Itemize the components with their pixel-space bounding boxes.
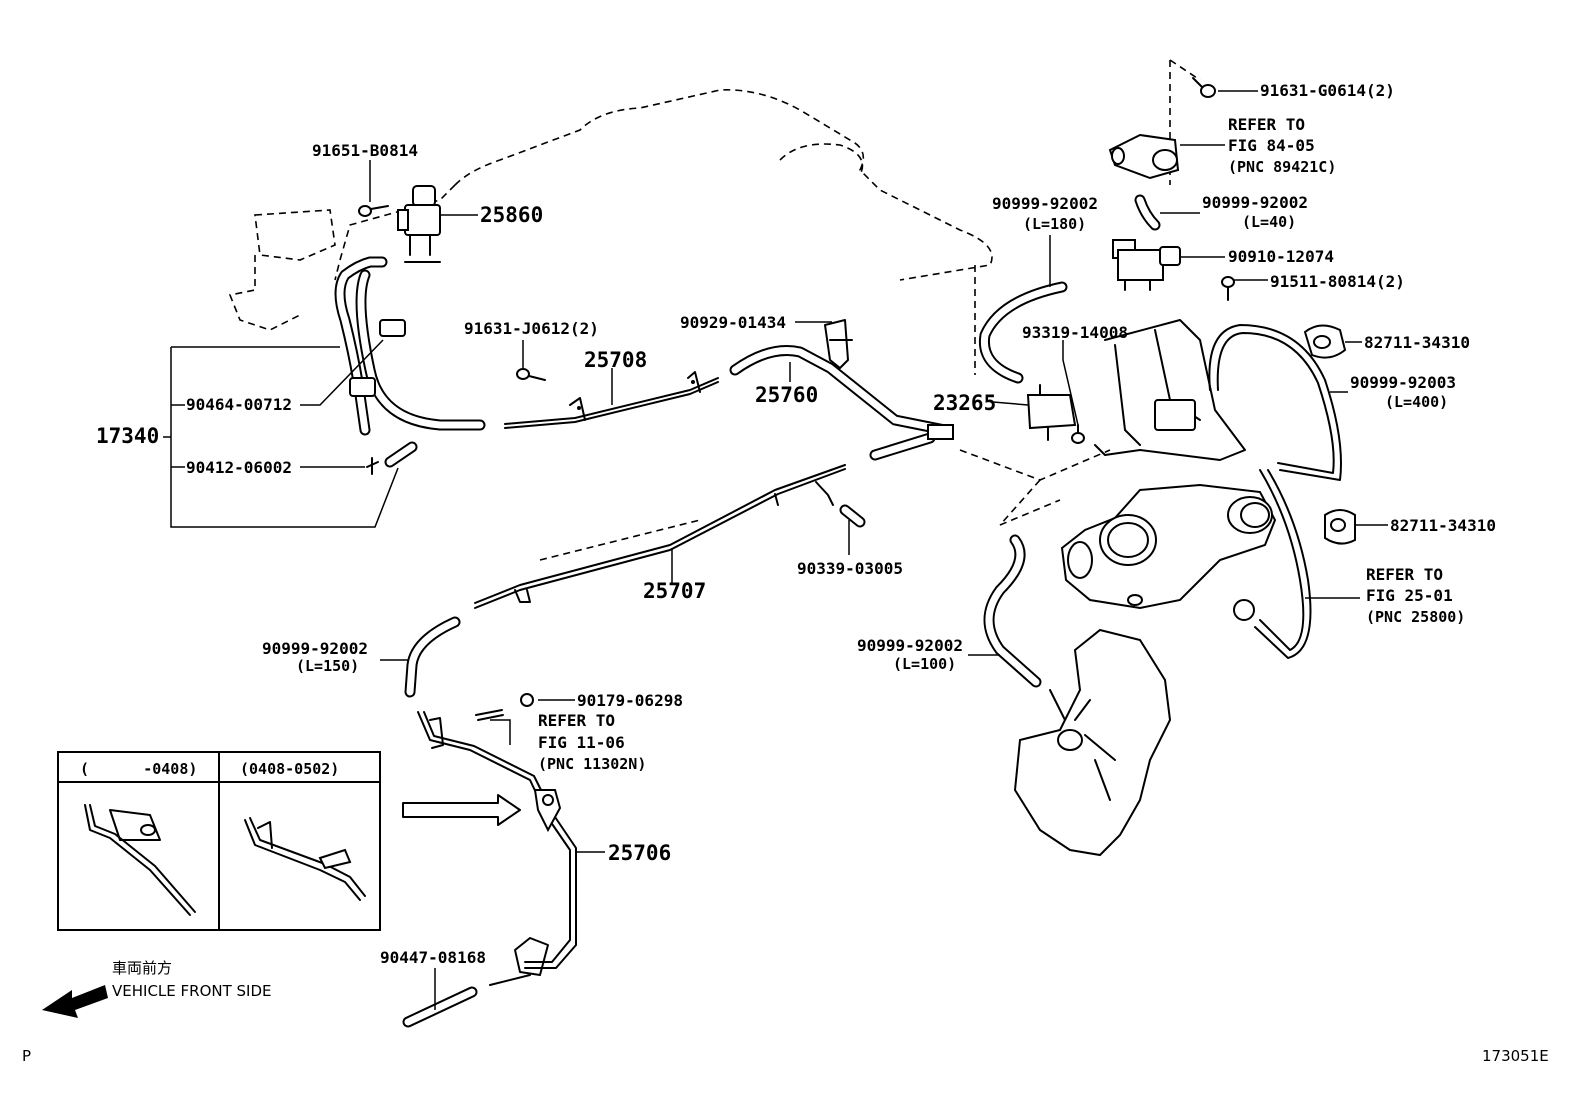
part-labels: 91651-B0814 25860 17340 90464-00712 9041… (96, 81, 1496, 967)
label-90910-12074[interactable]: 90910-12074 (1228, 247, 1334, 266)
hose-25760 (729, 319, 954, 461)
vsv-25860 (397, 185, 441, 263)
hose-l400 (1208, 324, 1342, 481)
hose-l180 (978, 281, 1068, 384)
label-90412-06002[interactable]: 90412-06002 (186, 458, 292, 477)
leader-lines (369, 90, 1388, 1010)
label-93319-14008[interactable]: 93319-14008 (1022, 323, 1128, 342)
ref-84-05-line2[interactable]: FIG 84-05 (1228, 136, 1315, 155)
ref-84-05-line1: REFER TO (1228, 115, 1305, 134)
hose-l100 (983, 534, 1066, 721)
ref-25-01-line1: REFER TO (1366, 565, 1443, 584)
label-90999-92003[interactable]: 90999-92003 (1350, 373, 1456, 392)
label-91511-80814[interactable]: 91511-80814(2) (1270, 272, 1405, 291)
label-length-100: (L=100) (893, 655, 956, 673)
ref-11-06-line3: (PNC 11302N) (538, 755, 646, 773)
vsv-bracket (1094, 319, 1246, 461)
vehicle-front-english: VEHICLE FRONT SIDE (112, 982, 272, 1000)
bolt-93319-14008 (1071, 424, 1085, 444)
label-82711-34310-upper[interactable]: 82711-34310 (1364, 333, 1470, 352)
inset-header-early: ( -0408) (80, 760, 197, 778)
variant-inset (57, 751, 381, 931)
label-length-40: (L=40) (1242, 213, 1296, 231)
label-90447-08168[interactable]: 90447-08168 (380, 948, 486, 967)
inset-header-late: (0408-0502) (240, 760, 339, 778)
ref-11-06-line1: REFER TO (538, 711, 615, 730)
label-90999-92002-l100[interactable]: 90999-92002 (857, 636, 963, 655)
label-91631-j0612[interactable]: 91631-J0612(2) (464, 319, 599, 338)
label-length-150: (L=150) (296, 657, 359, 675)
label-90179-06298[interactable]: 90179-06298 (577, 691, 683, 710)
bolt-91511-80814 (1221, 276, 1235, 301)
stud-and-nut (475, 693, 534, 721)
label-length-180: (L=180) (1023, 215, 1086, 233)
pipe-25706 (402, 711, 577, 1028)
bolt-91631-g0614 (1192, 77, 1216, 98)
ref-25-01-line2[interactable]: FIG 25-01 (1366, 586, 1453, 605)
label-25707[interactable]: 25707 (643, 579, 706, 603)
hose-17340 (334, 256, 486, 475)
label-25706[interactable]: 25706 (608, 841, 671, 865)
hose-l150 (404, 616, 461, 698)
clamp-82711-b (1324, 509, 1356, 545)
label-91631-g0614[interactable]: 91631-G0614(2) (1260, 81, 1395, 100)
vsv-90910-12074 (1112, 239, 1181, 291)
clamp-82711-a (1303, 324, 1347, 359)
filter-23265 (1026, 384, 1077, 441)
bolt-91651-b0814 (358, 205, 389, 217)
label-90929-01434[interactable]: 90929-01434 (680, 313, 786, 332)
hose-l40 (1134, 194, 1161, 231)
ref-84-05-line3: (PNC 89421C) (1228, 158, 1336, 176)
footer-p-mark: P (22, 1047, 31, 1065)
engine-outline (228, 59, 1201, 526)
label-23265[interactable]: 23265 (933, 391, 996, 415)
detail-arrow (402, 794, 521, 826)
label-25860[interactable]: 25860 (480, 203, 543, 227)
label-91651-b0814[interactable]: 91651-B0814 (312, 141, 418, 160)
sensor-89421c (1108, 133, 1180, 180)
figure-code: 173051E (1482, 1047, 1549, 1065)
label-90339-03005[interactable]: 90339-03005 (797, 559, 903, 578)
label-90999-92002-l180[interactable]: 90999-92002 (992, 194, 1098, 213)
pipe-25707 (474, 464, 866, 609)
ref-11-06-line2[interactable]: FIG 11-06 (538, 733, 625, 752)
label-90999-92002-l40[interactable]: 90999-92002 (1202, 193, 1308, 212)
label-25708[interactable]: 25708 (584, 348, 647, 372)
label-90464-00712[interactable]: 90464-00712 (186, 395, 292, 414)
throttle-body (1060, 483, 1277, 610)
vehicle-front-arrow-icon (42, 985, 108, 1018)
ref-25-01-line3: (PNC 25800) (1366, 608, 1465, 626)
group-bracket-17340 (163, 339, 399, 528)
label-25760[interactable]: 25760 (755, 383, 818, 407)
intake-chamber (1013, 628, 1172, 857)
label-length-400: (L=400) (1385, 393, 1448, 411)
vehicle-front-japanese: 車両前方 (112, 959, 172, 977)
hose-25800 (1233, 469, 1312, 659)
label-17340[interactable]: 17340 (96, 424, 159, 448)
pipe-25708 (504, 368, 719, 429)
label-82711-34310-lower[interactable]: 82711-34310 (1390, 516, 1496, 535)
label-90999-92002-l150[interactable]: 90999-92002 (262, 639, 368, 658)
